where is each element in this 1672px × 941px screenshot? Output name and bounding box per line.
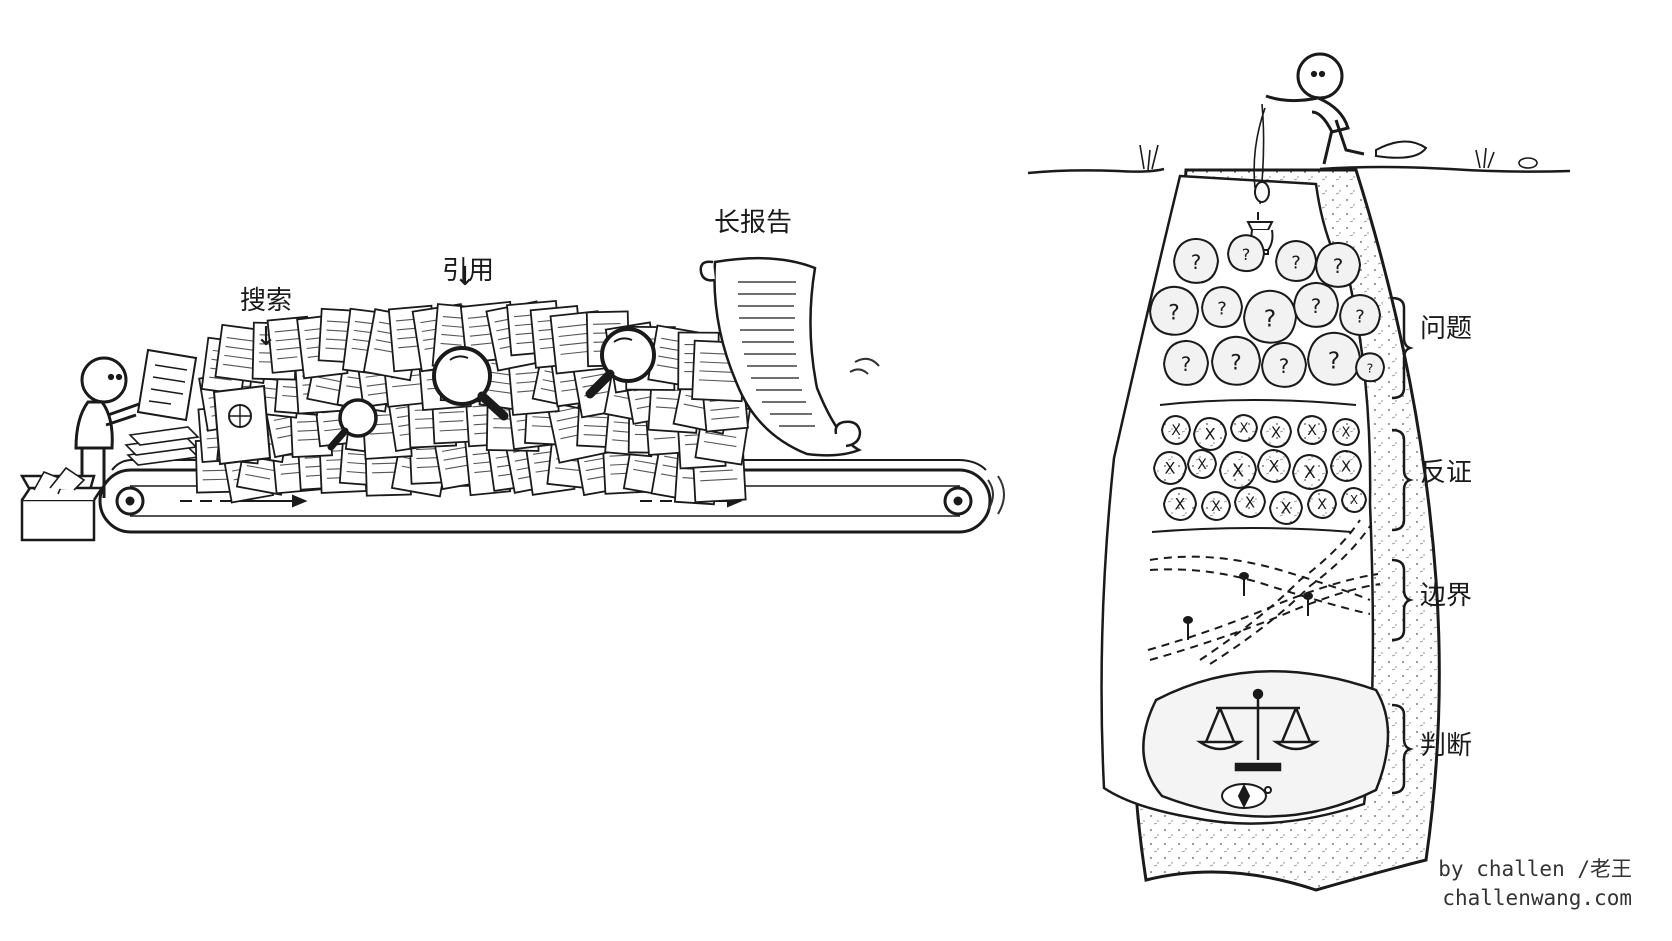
svg-text:X: X [1171,423,1181,439]
svg-text:X: X [1245,493,1255,511]
motion-lines-icon [849,357,1005,515]
counterevidence-rock-icon: X [1340,486,1368,514]
counterevidence-rock-icon: X [1291,453,1329,491]
counterevidence-rock-icon: X [1218,450,1258,490]
counterevidence-rock-icon: X [1331,417,1361,447]
svg-text:?: ? [1230,351,1241,376]
svg-text:X: X [1175,495,1186,514]
conveyor-scene: ↓ ↓ [19,256,1005,542]
ground-line [1027,144,1571,175]
question-rock-icon: ? [1227,234,1266,273]
judgment-chamber [1142,669,1390,818]
svg-text:?: ? [1328,346,1340,374]
counterevidence-rock-icon: X [1186,448,1218,480]
svg-text:X: X [1269,457,1280,476]
svg-text:?: ? [1168,301,1179,326]
boundary-paths [1147,519,1381,665]
svg-text:X: X [1304,463,1316,483]
question-rock-icon: ? [1315,241,1362,288]
question-rock-icon: ? [1163,339,1210,386]
question-rock-icon: ? [1275,239,1318,283]
counterevidence-rock-icon: X [1200,490,1232,522]
counterevidence-rock-icon: X [1256,448,1292,484]
label-search: 搜索 [240,286,293,316]
label-layer-judgment: 判断 [1420,731,1473,761]
svg-text:X: X [1197,457,1207,473]
arrow-citation-icon: ↓ [454,262,476,292]
question-rock-icon: ? [1211,335,1262,386]
globe-document-icon [212,384,272,466]
counterevidence-rock-icon: X [1160,414,1192,446]
svg-text:X: X [1341,457,1351,475]
question-rock-icon: ? [1307,331,1362,386]
svg-text:X: X [1232,460,1244,481]
label-layer-counterevidence: 反证 [1420,458,1473,488]
svg-text:X: X [1350,493,1358,507]
svg-text:?: ? [1367,360,1374,375]
question-rock-icon: ? [1201,285,1244,329]
svg-text:X: X [1205,425,1216,444]
counterevidence-rock-icon: X [1229,413,1259,443]
svg-text:?: ? [1217,298,1227,319]
counterevidence-rock-icon: X [1268,490,1304,526]
balance-scale-icon [1196,688,1320,772]
label-layer-boundary: 边界 [1420,581,1473,611]
question-rock-icon: ? [1173,237,1220,284]
svg-text:X: X [1165,459,1176,478]
svg-text:?: ? [1355,306,1365,327]
stick-figure-worker [74,356,143,498]
svg-text:X: X [1211,499,1221,515]
counterevidence-rock-icon: X [1306,488,1338,520]
question-rock-icon: ? [1355,352,1386,383]
svg-text:?: ? [1333,255,1344,278]
svg-text:?: ? [1191,251,1202,274]
counterevidence-rock-icon: X [1162,486,1198,522]
counterevidence-rock-icon: X [1296,414,1328,446]
svg-text:X: X [1342,426,1351,441]
boundary-pin-icon [1183,572,1313,640]
svg-text:?: ? [1181,353,1192,376]
credit-site: challenwang.com [1442,886,1632,910]
magnifier-icon [327,327,656,451]
layer-brackets [1391,296,1414,795]
svg-text:?: ? [1279,355,1290,378]
inbox-box-icon [19,466,105,542]
svg-text:?: ? [1311,295,1322,318]
counterevidence-rock-icon: X [1192,416,1228,452]
question-rock-icon: ? [1243,289,1298,344]
label-long-report: 长报告 [714,208,793,238]
svg-text:?: ? [1264,304,1276,332]
arrow-search-icon: ↓ [255,322,277,352]
svg-text:X: X [1317,497,1327,513]
credit-author: by challen /老王 [1438,857,1632,881]
question-rock-layer: ?????????????? [1149,234,1386,388]
counterevidence-rock-icon: X [1233,485,1267,519]
counterevidence-rock-icon: X [1152,450,1188,486]
layer-divider [1159,399,1357,406]
question-rock-icon: ? [1293,281,1340,328]
svg-text:?: ? [1242,245,1251,264]
label-layer-questions: 问题 [1420,314,1473,344]
compass-icon [1221,783,1272,809]
question-rock-icon: ? [1149,285,1200,336]
lantern-icon [1246,103,1274,255]
svg-text:X: X [1281,499,1292,518]
layer-divider [1151,527,1353,533]
question-rock-icon: ? [1261,341,1308,388]
label-citation: 引用 [442,256,495,286]
counterevidence-rock-icon: X [1259,415,1293,449]
long-report-scroll-icon [699,256,862,457]
handheld-paper-icon [136,348,198,422]
stick-figure-digger [1265,52,1428,165]
svg-text:X: X [1271,423,1281,441]
question-rock-icon: ? [1339,293,1382,337]
document-pile [194,299,752,506]
svg-text:?: ? [1291,252,1301,273]
svg-text:X: X [1307,423,1317,439]
counterevidence-rock-icon: X [1329,449,1363,483]
svg-text:X: X [1240,422,1249,437]
